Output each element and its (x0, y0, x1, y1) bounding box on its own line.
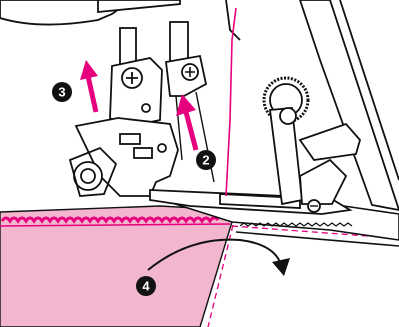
arrow-up-icon (80, 60, 98, 112)
step-badge-4: 4 (136, 276, 156, 296)
step-label-4: 4 (142, 279, 150, 294)
step-badge-3: 3 (52, 82, 72, 102)
step-label-3: 3 (58, 85, 65, 100)
step-label-2: 2 (202, 153, 209, 168)
thread (226, 8, 236, 196)
step-badge-2: 2 (196, 150, 216, 170)
